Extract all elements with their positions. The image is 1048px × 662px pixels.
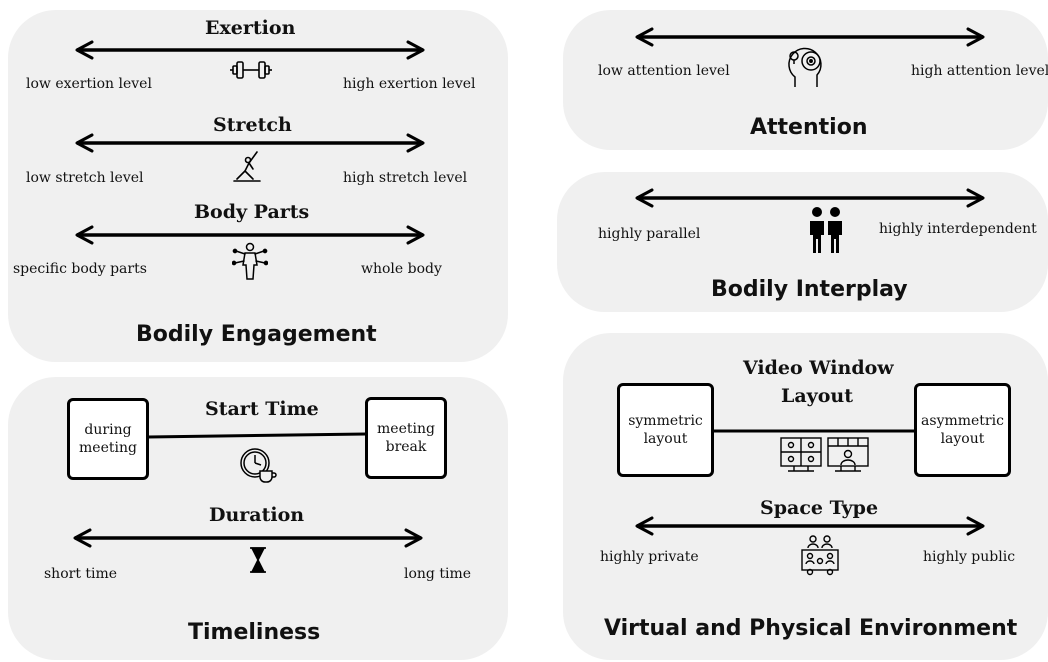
during-meeting-box: during meeting [67, 398, 149, 480]
body-parts-title: Body Parts [194, 201, 310, 223]
during-meeting-line-2: meeting [79, 440, 137, 456]
duration-right-label: long time [404, 566, 471, 582]
hourglass-icon [250, 547, 266, 573]
two-people-icon [810, 207, 842, 253]
asymmetric-layout-box: asymmetric layout [914, 383, 1011, 477]
during-meeting-line-1: during [84, 422, 132, 438]
symmetric-layout-box: symmetric layout [617, 383, 714, 477]
space-type-right-label: highly public [923, 549, 1016, 565]
video-grid-icon [780, 437, 869, 472]
meeting-break-line-1: meeting [377, 421, 435, 437]
start-time-line [147, 432, 367, 439]
body-diagram-icon [232, 242, 268, 280]
clock-coffee-icon [240, 448, 277, 483]
head-target-icon [788, 47, 822, 87]
interplay-right-label: highly interdependent [879, 221, 1037, 237]
symmetric-line-2: layout [643, 431, 688, 447]
duration-left-label: short time [44, 566, 118, 582]
exertion-right-label: high exertion level [343, 76, 476, 92]
asymmetric-line-2: layout [940, 431, 985, 447]
exertion-left-label: low exertion level [26, 76, 152, 92]
space-type-left-label: highly private [600, 549, 699, 565]
attention-left-label: low attention level [598, 63, 730, 79]
duration-title: Duration [209, 504, 305, 526]
meeting-break-box: meeting break [365, 397, 447, 479]
body-parts-left-label: specific body parts [13, 261, 147, 277]
asymmetric-line-1: asymmetric [921, 413, 1004, 429]
bodily-interplay-title: Bodily Interplay [711, 277, 908, 302]
stretch-left-label: low stretch level [26, 170, 144, 186]
stretch-title: Stretch [213, 114, 292, 136]
timeliness-title: Timeliness [188, 620, 321, 645]
stretch-right-label: high stretch level [343, 170, 468, 186]
video-layout-title-2: Layout [781, 385, 853, 407]
dumbbell-icon [230, 61, 272, 79]
group-meeting-icon [801, 535, 839, 576]
meeting-break-line-2: break [385, 439, 427, 455]
video-layout-title-1: Video Window [743, 357, 894, 379]
space-type-title: Space Type [760, 497, 879, 519]
symmetric-line-1: symmetric [628, 413, 703, 429]
body-parts-right-label: whole body [361, 261, 442, 277]
attention-title: Attention [750, 115, 868, 140]
bodily-engagement-title: Bodily Engagement [136, 322, 377, 347]
attention-right-label: high attention level [911, 63, 1048, 79]
stretching-person-icon [233, 151, 261, 182]
environment-title: Virtual and Physical Environment [604, 616, 1018, 641]
bodily-engagement-panel [8, 10, 508, 362]
start-time-title: Start Time [205, 398, 319, 420]
interplay-left-label: highly parallel [598, 226, 701, 242]
exertion-title: Exertion [205, 17, 296, 39]
